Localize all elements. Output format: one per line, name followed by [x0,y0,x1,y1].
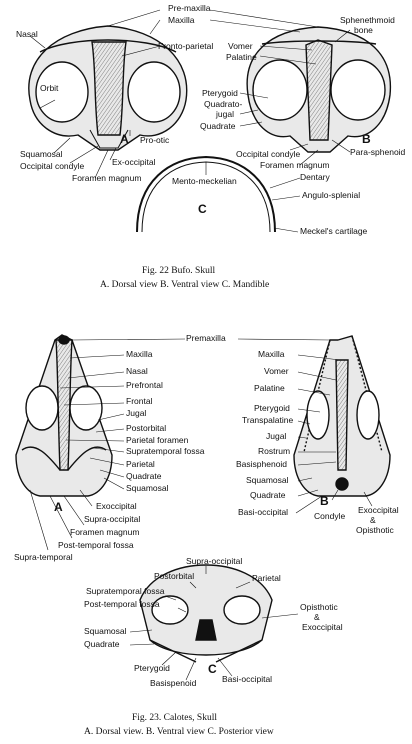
label-orbit: Orbit [40,83,59,93]
caption-fig22-views: A. Dorsal view B. Ventral view C. Mandib… [100,280,270,290]
label-basi-occipital-c: Basi-occipital [222,674,273,684]
label-view-c-23: C [208,662,217,676]
calotes-posterior-skull [139,564,273,663]
label-exoccipital-a: Exoccipital [96,501,137,511]
label-quadratojugal-1: Quadrato- [204,99,243,109]
label-postorbital-a: Postorbital [126,423,167,433]
label-basi-occipital-b: Basi-occipital [238,507,289,517]
label-rostrum: Rostrum [258,446,291,456]
label-squamosal-c: Squamosal [84,626,127,636]
label-ex-occipital: Ex-occipital [112,157,156,167]
label-palatine-23: Palatine [254,383,285,393]
label-post-temporal-fossa-c: Post-temporal fossa [84,599,160,609]
label-nasal-23: Nasal [126,366,148,376]
label-nasal: Nasal [16,29,38,39]
leader-lines-fig22 [29,9,351,233]
label-parietal-foramen: Parietal foramen [126,435,189,445]
label-sphenethmoid-bone: bone [354,25,373,35]
label-vomer-22: Vomer [228,41,253,51]
label-exoccipital-opisthotic-3: Opisthotic [356,525,394,535]
label-fronto-parietal: Fronto-parietal [158,41,214,51]
label-parietal-a: Parietal [126,459,155,469]
label-view-b-22: B [362,132,371,146]
label-basisphenoid-c: Basispenoid [150,678,197,688]
calotes-ventral-skull [293,335,391,497]
label-sphenethmoid: Sphenethmoid [340,15,395,25]
label-meckels-cartilage: Meckel's cartilage [300,226,368,236]
label-angulo-splenial: Angulo-splenial [302,190,361,200]
label-maxilla-a: Maxilla [126,349,153,359]
label-palatine-22: Palatine [226,52,257,62]
label-exoccipital-opisthotic-2: & [370,515,376,525]
label-foramen-magnum-b: Foramen magnum [260,160,330,170]
label-squamosal-b: Squamosal [246,475,289,485]
bufo-dorsal-skull [28,25,188,151]
label-squamosal-a: Squamosal [126,483,169,493]
label-foramen-magnum-23: Foramen magnum [70,527,140,537]
label-postorbital-c: Postorbital [154,571,195,581]
label-jugal-a: Jugal [126,408,147,418]
label-prefrontal: Prefrontal [126,380,163,390]
label-post-temporal-fossa-a: Post-temporal fossa [58,540,134,550]
bufo-ventral-skull [246,26,392,153]
label-quadrate-22: Quadrate [200,121,236,131]
label-pterygoid-c: Pterygoid [134,663,170,673]
label-para-sphenoid: Para-sphenoid [350,147,406,157]
label-pre-maxilla: Pre-maxilla [168,3,211,13]
label-quadrate-a: Quadrate [126,471,162,481]
label-opisthotic-2: & [314,612,320,622]
label-condyle: Condyle [314,511,346,521]
label-basisphenoid-b: Basisphenoid [236,459,288,469]
caption-fig23-views: A. Dorsal view. B. Ventral view C. Poste… [84,727,274,737]
label-squamosal-22: Squamosal [20,149,63,159]
label-view-c-22: C [198,202,207,216]
label-parietal-c: Parietal [252,573,281,583]
label-mento-meckelian: Mento-meckelian [172,176,237,186]
label-occipital-condyle-b: Occipital condyle [236,149,301,159]
label-quadrate-b: Quadrate [250,490,286,500]
caption-fig22-title: Fig. 22 Bufo. Skull [142,266,216,276]
label-view-a-22: A [120,132,129,146]
label-pterygoid-22: Pterygoid [202,88,238,98]
label-exoccipital-opisthotic-1: Exoccipital [358,505,399,515]
label-supra-temporal: Supra-temporal [14,552,73,562]
label-view-b-23: B [320,494,329,508]
label-vomer-23: Vomer [264,366,289,376]
label-supra-occipital-c: Supra-occipital [186,556,243,566]
label-frontal: Frontal [126,396,153,406]
label-opisthotic-3: Exoccipital [302,622,343,632]
label-occipital-condyle-a: Occipital condyle [20,161,85,171]
label-supra-occipital-a: Supra-occipital [84,514,141,524]
label-opisthotic-1: Opisthotic [300,602,338,612]
label-quadrate-c: Quadrate [84,639,120,649]
label-pterygoid-b: Pterygoid [254,403,290,413]
label-supratemporal-fossa-c: Supratemporal fossa [86,586,165,596]
label-transpalatine: Transpalatine [242,415,294,425]
label-supratemporal-fossa-a: Supratemporal fossa [126,446,205,456]
label-maxilla-b: Maxilla [258,349,285,359]
label-view-a-23: A [54,500,63,514]
label-maxilla: Maxilla [168,15,195,25]
label-jugal-b: Jugal [266,431,287,441]
label-quadratojugal-2: jugal [216,109,234,119]
label-premaxilla: Premaxilla [186,333,226,343]
leader-lines-fig23 [29,338,373,681]
label-foramen-magnum-a: Foramen magnum [72,173,142,183]
label-pro-otic: Pro-otic [140,135,170,145]
calotes-dorsal-skull [15,334,113,497]
caption-fig23-title: Fig. 23. Calotes, Skull [132,713,217,723]
label-dentary: Dentary [300,172,330,182]
